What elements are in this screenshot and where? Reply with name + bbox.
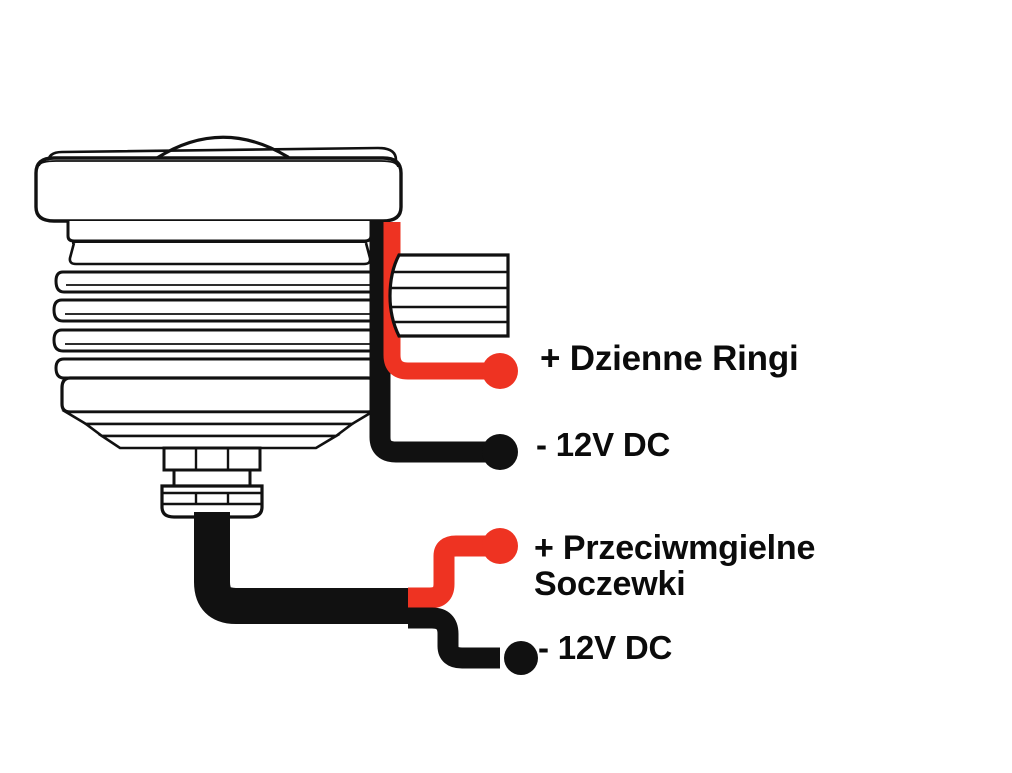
connector-block-body [388, 253, 510, 338]
heatsink-fin-2 [52, 298, 386, 323]
label-fog-positive-line2: Soczewki [534, 565, 686, 604]
label-drl-positive: + Dzienne Ringi [540, 339, 799, 378]
bezel-rim-inner-line [38, 160, 399, 168]
connector-block [388, 253, 510, 338]
label-drl-negative: - 12V DC [536, 426, 671, 463]
lower-taper-plate-1 [61, 410, 377, 426]
bezel-rim [34, 156, 403, 223]
heatsink-fin-4 [54, 357, 384, 380]
heatsink-fin-1 [54, 270, 384, 294]
label-fog-negative: - 12V DC [538, 629, 673, 666]
terminal-fog-positive [482, 528, 518, 564]
wire-fog-positive [408, 535, 497, 609]
stem-neck [172, 468, 252, 488]
wire-drl-positive [383, 286, 497, 380]
lamp-assembly [34, 135, 403, 519]
dome-lens-top [155, 135, 290, 160]
terminal-drl-negative [482, 434, 518, 470]
wire-fog-negative [408, 607, 500, 669]
lower-taper-plate-2 [82, 422, 356, 438]
terminal-drl-positive [482, 353, 518, 389]
label-fog-positive-line1: + Przeciwmgielne [534, 529, 816, 567]
heatsink-taper [68, 242, 372, 266]
heatsink-fin-3 [52, 328, 386, 353]
lower-taper-plate-3 [97, 434, 341, 450]
stem-collar-upper [162, 446, 262, 472]
lower-body-block [60, 376, 378, 414]
wire-drl-negative [369, 222, 497, 463]
wire-fog-main-cable [194, 512, 412, 624]
terminal-fog-negative [504, 641, 538, 675]
heatsink-shoulder [66, 221, 373, 243]
